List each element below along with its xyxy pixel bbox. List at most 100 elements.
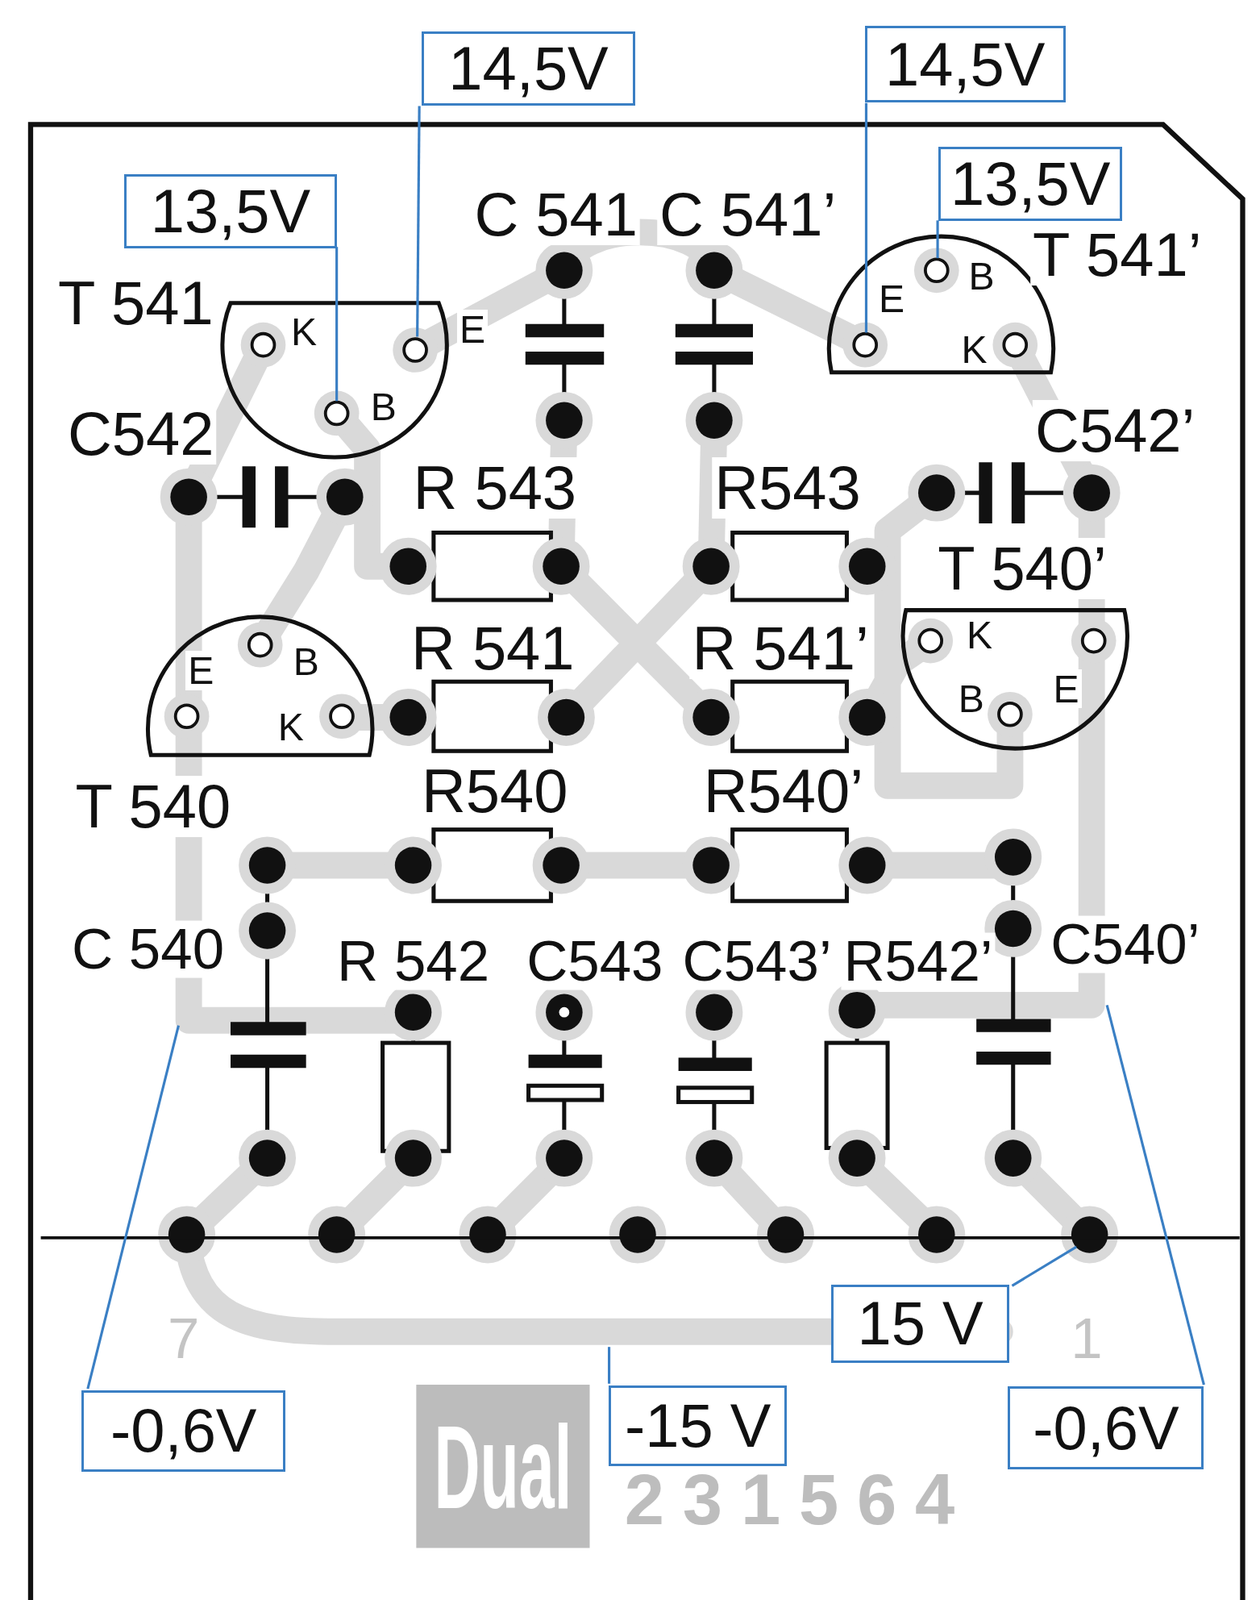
- transistor-outline: [148, 616, 373, 755]
- voltage-box: 13,5V: [938, 146, 1123, 221]
- connector-pad: [318, 1215, 356, 1253]
- connector-pad: [168, 1215, 206, 1253]
- voltage-value: -15 V: [624, 1394, 771, 1456]
- connector-pad: [918, 1215, 956, 1253]
- capacitor-lead: [188, 270, 1092, 1158]
- solder-pad: [848, 698, 886, 737]
- pin-letter: E: [1050, 669, 1082, 708]
- part-label: C 541’: [657, 183, 839, 246]
- part-label: T 541: [55, 272, 217, 334]
- transistor-pin: [325, 402, 349, 425]
- solder-pad: [848, 846, 886, 884]
- transistor-pin: [853, 333, 877, 357]
- voltage-box: 15 V: [831, 1284, 1010, 1363]
- solder-pad: [695, 1139, 733, 1177]
- connector-pad: [469, 1215, 507, 1253]
- voltage-box: 14,5V: [421, 31, 637, 106]
- solder-pad: [838, 991, 876, 1029]
- part-label: R 542: [334, 932, 492, 990]
- pin-letter: B: [965, 256, 997, 296]
- connector-edge: [41, 1235, 1240, 1240]
- solder-pad: [1072, 474, 1111, 512]
- solder-pad: [395, 846, 433, 884]
- pin-pad: [1071, 618, 1117, 664]
- capacitor-plate: [528, 1085, 603, 1100]
- resistor-symbol: [433, 681, 552, 751]
- connector-pad: [767, 1215, 805, 1253]
- part-label: R540’: [701, 760, 866, 822]
- solder-pad: [994, 910, 1032, 948]
- solder-pad: [545, 1139, 583, 1177]
- pin-letter: K: [959, 329, 990, 369]
- leader-line: [335, 246, 338, 401]
- pin-number: 7: [165, 1309, 202, 1368]
- part-label: C 541: [471, 183, 641, 246]
- transistor-pin: [249, 633, 272, 657]
- part-label: R542’: [840, 932, 995, 990]
- part-label: R 541: [408, 617, 578, 679]
- voltage-box: -15 V: [608, 1384, 787, 1466]
- pin-pad: [987, 691, 1033, 737]
- solder-pad: [545, 402, 583, 440]
- pin-letter: K: [964, 615, 995, 654]
- solder-pad: [249, 911, 287, 949]
- pin-letter: E: [185, 650, 217, 690]
- connector-pad: [1071, 1215, 1109, 1253]
- solder-pad: [692, 698, 730, 737]
- pin-pad: [907, 618, 953, 664]
- transistor-pin: [925, 258, 949, 282]
- solder-pad: [695, 993, 733, 1031]
- leader-line: [1106, 1004, 1204, 1385]
- capacitor-plate: [230, 330, 1052, 1065]
- solder-pad: [994, 838, 1032, 876]
- pin-letter: K: [275, 706, 307, 746]
- solder-pad: [326, 478, 364, 516]
- solder-pad: [548, 698, 586, 737]
- resistor-symbol: [732, 532, 848, 600]
- solder-pad: [170, 478, 208, 516]
- resistor-symbol: [732, 681, 848, 751]
- resistor-symbol: [732, 829, 848, 902]
- part-label: C542’: [1032, 399, 1198, 462]
- capacitor-plate: [678, 1087, 753, 1102]
- leader-line: [417, 106, 420, 337]
- polarity-mark: [559, 1006, 570, 1018]
- solder-pad: [249, 1139, 287, 1177]
- solder-pad: [695, 402, 733, 440]
- part-label: R543: [711, 457, 864, 519]
- transistor-pin: [919, 629, 942, 653]
- transistor-outline: [902, 610, 1127, 749]
- pin-pad: [992, 322, 1038, 368]
- pin-pad: [392, 327, 438, 373]
- board-outline: [30, 124, 1244, 1600]
- voltage-box: -0,6V: [1007, 1385, 1204, 1470]
- solder-pad: [692, 846, 730, 884]
- solder-pad: [692, 547, 730, 585]
- solder-pad: [542, 846, 580, 884]
- transistor-pin: [403, 338, 427, 362]
- solder-pad: [395, 993, 433, 1031]
- transistor-outline: [828, 236, 1053, 373]
- transistor-pin: [175, 704, 199, 728]
- solder-pad: [848, 547, 886, 585]
- leader-line: [607, 1346, 611, 1384]
- solder-pad: [695, 252, 733, 290]
- part-label: C543’: [679, 932, 834, 990]
- voltage-value: -0,6V: [1032, 1397, 1179, 1459]
- pin-letter: K: [288, 311, 320, 351]
- leader-line: [864, 103, 868, 333]
- voltage-value: -0,6V: [110, 1399, 257, 1461]
- part-label: T 540’: [935, 537, 1110, 599]
- voltage-value: 13,5V: [150, 180, 311, 242]
- pin-letter: E: [457, 308, 488, 348]
- voltage-value: 13,5V: [950, 153, 1111, 215]
- solder-pad: [389, 698, 427, 737]
- pin-number: 1: [1068, 1309, 1105, 1368]
- part-label: T 541’: [1030, 224, 1205, 286]
- connector-pad: [619, 1215, 657, 1253]
- leader-line: [1011, 1246, 1077, 1285]
- voltage-box: 14,5V: [864, 25, 1066, 103]
- voltage-box: -0,6V: [81, 1389, 286, 1472]
- leader-line: [935, 220, 939, 258]
